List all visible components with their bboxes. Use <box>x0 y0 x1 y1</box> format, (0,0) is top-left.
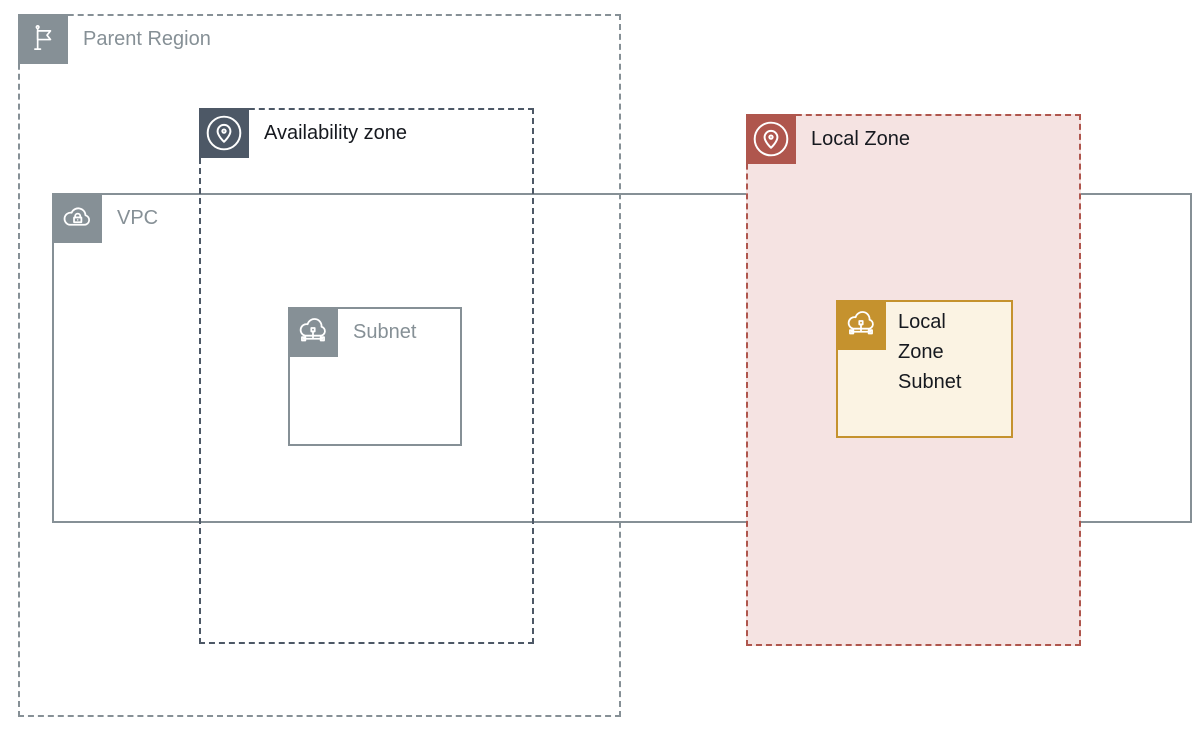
subnet-header: Subnet <box>288 307 416 357</box>
vpc-cloud-lock-icon <box>52 193 102 243</box>
local-zone-subnet-header: Local Zone Subnet <box>836 300 993 397</box>
subnet-network-icon <box>288 307 338 357</box>
subnet-network-icon <box>836 300 886 350</box>
vpc-label: VPC <box>117 207 159 229</box>
location-pin-icon <box>746 114 796 164</box>
local-zone-subnet-label: Local Zone Subnet <box>898 311 962 393</box>
local-zone-header: Local Zone <box>746 114 910 164</box>
zone-parent-region: Parent Region <box>18 14 621 717</box>
zone-local-zone-subnet: Local Zone Subnet <box>836 300 1013 438</box>
availability-zone-label: Availability zone <box>264 122 408 144</box>
zone-vpc: VPC <box>52 193 1192 523</box>
subnet-label: Subnet <box>353 321 417 343</box>
availability-zone-header: Availability zone <box>199 108 407 158</box>
location-pin-icon <box>199 108 249 158</box>
zone-availability-zone: Availability zone <box>199 108 534 644</box>
zone-subnet: Subnet <box>288 307 462 446</box>
parent-region-label: Parent Region <box>83 28 211 50</box>
flag-icon <box>18 14 68 64</box>
local-zone-label: Local Zone <box>811 128 910 150</box>
vpc-header: VPC <box>52 193 158 243</box>
parent-region-header: Parent Region <box>18 14 211 64</box>
